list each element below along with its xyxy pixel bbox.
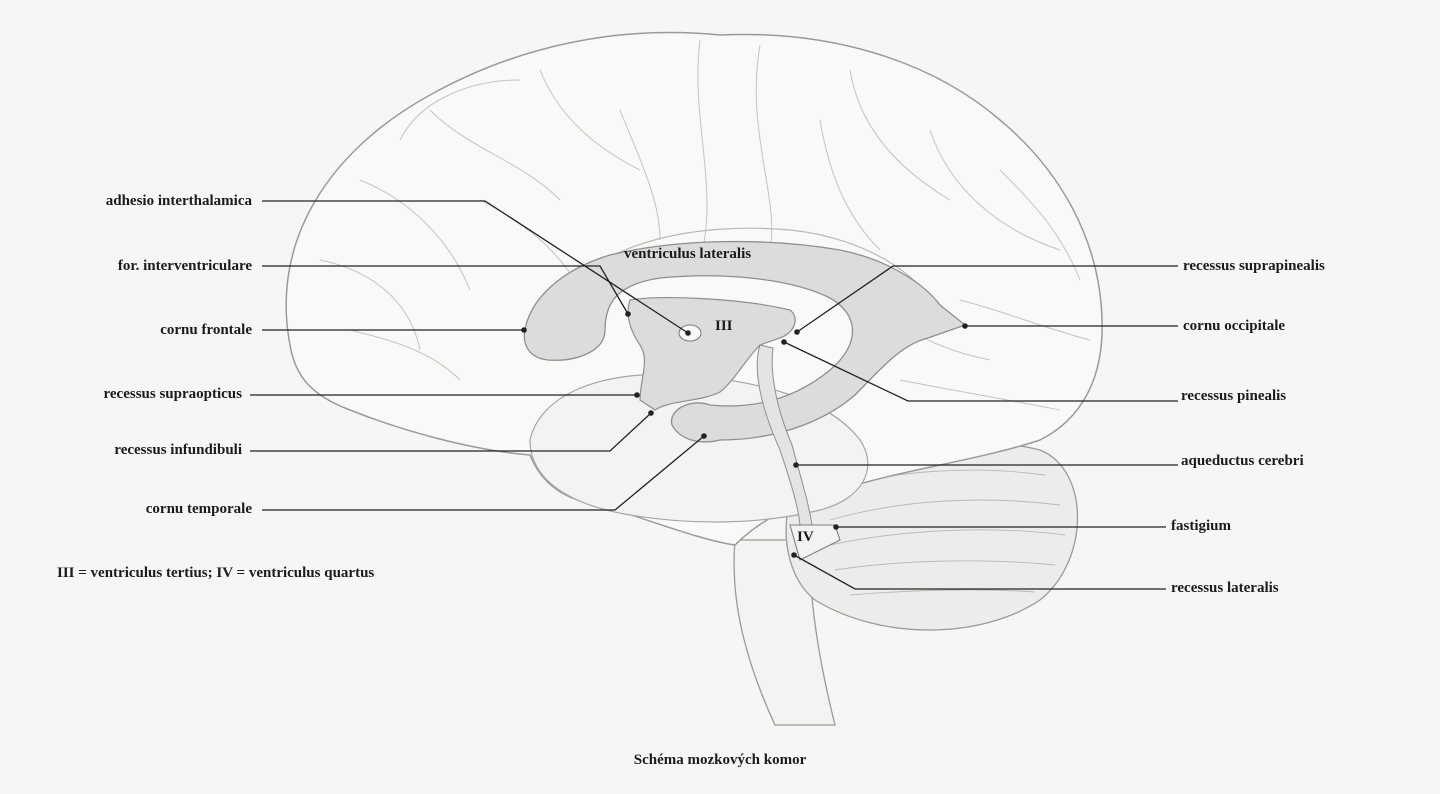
label-ventriculus-tertius: III (715, 318, 733, 334)
label-cornu-temporale: cornu temporale (145, 501, 252, 517)
legend-note: III = ventriculus tertius; IV = ventricu… (57, 565, 375, 581)
label-ventriculus-quartus: IV (797, 529, 814, 545)
label-aqueductus-cerebri: aqueductus cerebri (1181, 453, 1304, 469)
label-cornu-occipitale: cornu occipitale (1183, 318, 1286, 334)
label-recessus-suprapinealis: recessus suprapinealis (1183, 258, 1325, 274)
gyri (319, 39, 1091, 411)
leader-dots (521, 311, 968, 558)
label-adhesio-interthalamica: adhesio interthalamica (105, 193, 252, 209)
label-fastigium: fastigium (1171, 518, 1231, 534)
label-recessus-lateralis: recessus lateralis (1171, 580, 1279, 596)
cerebellum-folia (819, 469, 1066, 596)
figure-caption: Schéma mozkových komor (633, 752, 807, 768)
third-ventricle (627, 297, 796, 411)
label-recessus-supraopticus: recessus supraopticus (103, 386, 243, 402)
label-recessus-pinealis: recessus pinealis (1181, 388, 1287, 404)
label-recessus-infundibuli: recessus infundibuli (114, 442, 242, 458)
label-cornu-frontale: cornu frontale (160, 322, 252, 338)
leader-lines (250, 200, 1178, 590)
label-for-interventriculare: for. interventriculare (117, 258, 252, 274)
fourth-ventricle (789, 524, 841, 561)
label-ventriculus-lateralis: ventriculus lateralis (624, 246, 752, 262)
